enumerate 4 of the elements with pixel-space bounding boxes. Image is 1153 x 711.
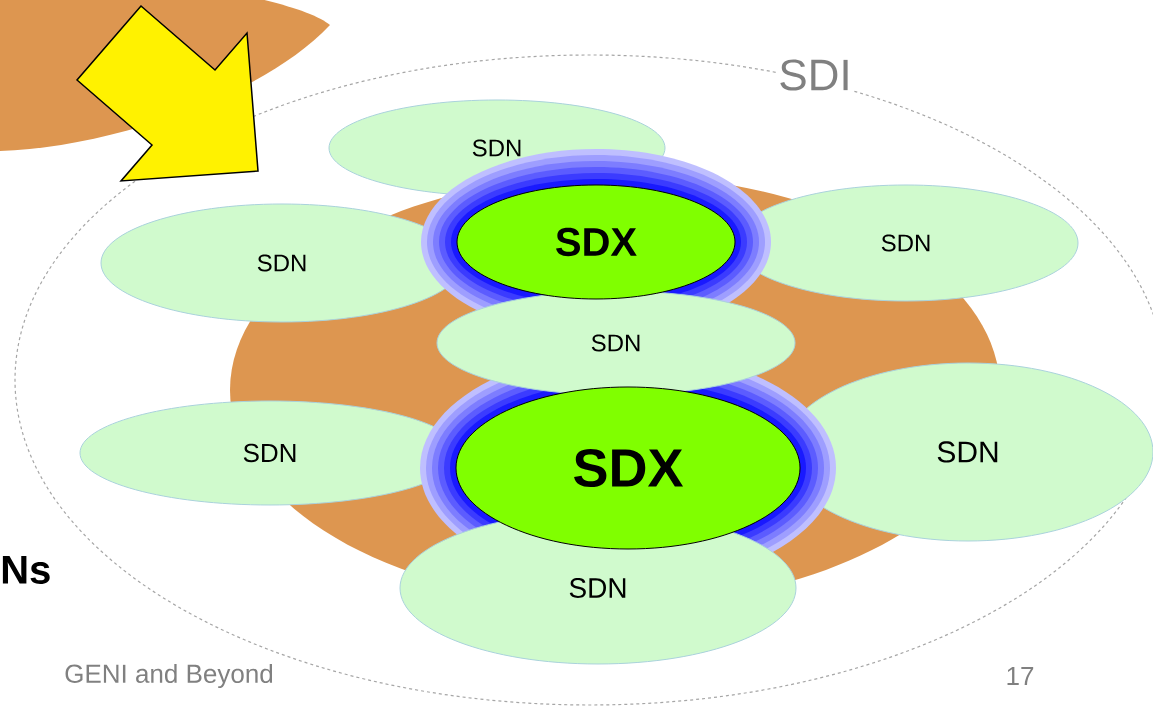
footer-text: GENI and Beyond [65,663,273,689]
ellipse-title: SDI [776,57,854,93]
heading-text: Ns [2,556,50,584]
page-number: 17 [1007,667,1034,685]
